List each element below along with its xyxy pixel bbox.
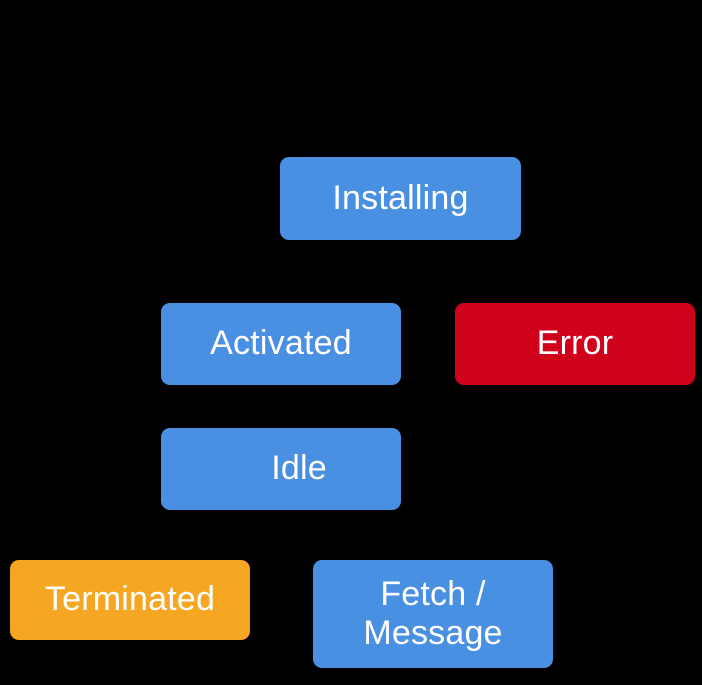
state-node-fetch-message-label: Fetch / Message bbox=[363, 574, 503, 652]
state-node-idle-label: Idle bbox=[271, 449, 327, 488]
state-node-error[interactable]: Error bbox=[455, 303, 695, 385]
state-node-activated[interactable]: Activated bbox=[161, 303, 401, 385]
state-node-terminated-label: Terminated bbox=[44, 580, 216, 619]
state-node-error-label: Error bbox=[536, 324, 614, 363]
state-node-activated-label: Activated bbox=[210, 324, 352, 363]
state-node-fetch-message[interactable]: Fetch / Message bbox=[313, 560, 553, 668]
state-node-terminated[interactable]: Terminated bbox=[10, 560, 250, 640]
state-node-installing-label: Installing bbox=[332, 178, 469, 217]
state-node-installing[interactable]: Installing bbox=[280, 157, 521, 240]
state-node-idle[interactable]: Idle bbox=[161, 428, 401, 510]
